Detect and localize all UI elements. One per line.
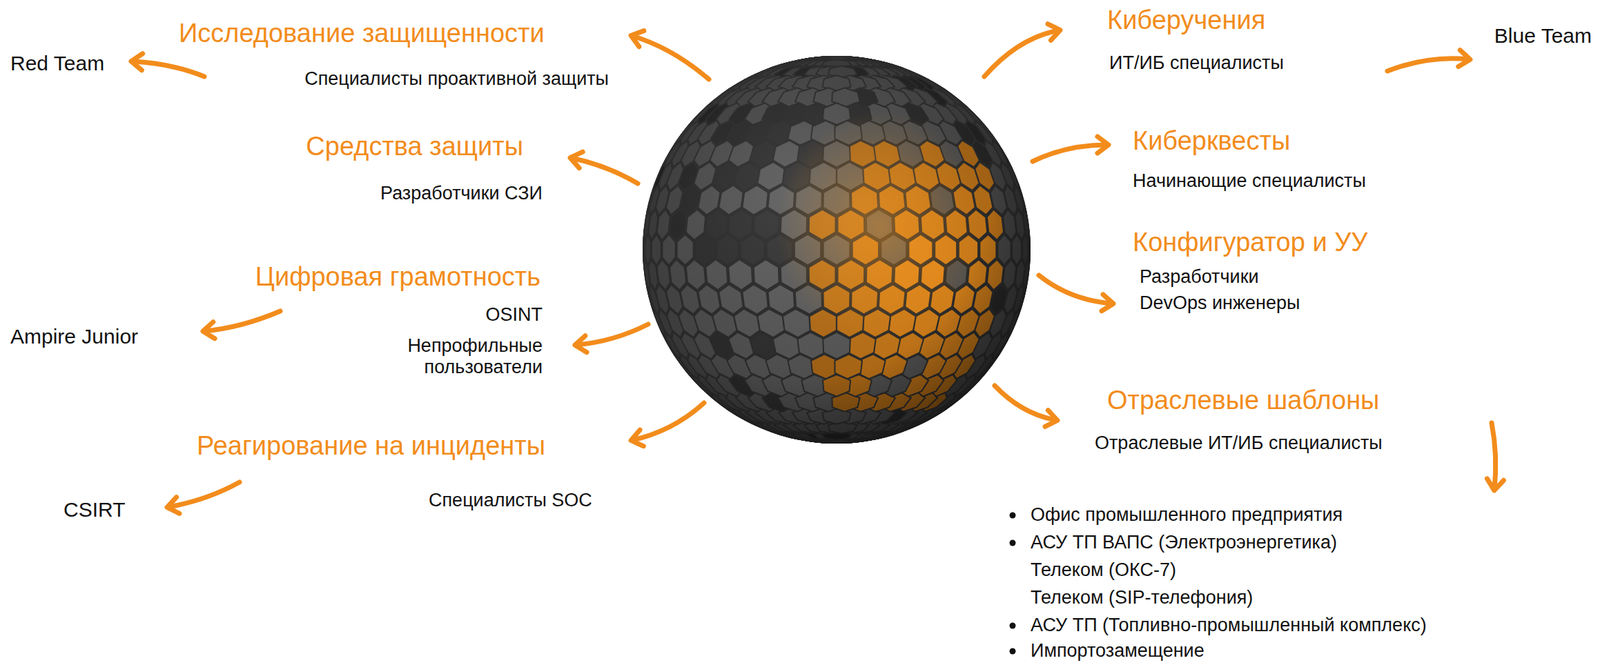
team-label: Red Team [10,51,105,76]
sphere-ground [642,55,1031,444]
arrow [1032,144,1108,162]
arrow [632,403,705,441]
list-item: АСУ ТП ВАПС (Электроэнергетика) [1030,532,1338,554]
arrow [576,324,649,346]
bullet [1009,623,1017,630]
arrow [984,30,1059,77]
product-label: Ampire Junior [10,325,139,350]
category-heading: Цифровая грамотность [255,262,541,293]
category-heading: Киберквесты [1132,126,1291,157]
list-item: АСУ ТП (Топливно-промышленный комплекс) [1030,615,1427,637]
team-label: Blue Team [1494,24,1592,49]
audience-text: Отраслевые ИТ/ИБ специалисты [1094,432,1383,455]
bullet [1009,512,1017,520]
audience-text: Разработчики СЗИ [380,182,543,205]
list-item: Импортозамещение [1030,640,1205,662]
audience-text: Специалисты проактивной защиты [304,68,609,90]
audience-text: DevOps инженеры [1139,292,1300,315]
audience-text: ИТ/ИБ специалисты [1109,52,1284,74]
audience-text: OSINT [485,304,543,326]
audience-text: Непрофильные пользователи [376,335,543,379]
team-label: CSIRT [63,498,125,523]
arrow [132,61,205,77]
arrow [632,35,709,80]
arrow [1038,275,1112,304]
arrow [1491,423,1496,490]
audience-text: Начинающие специалисты [1132,170,1367,192]
category-heading: Реагирование на инциденты [196,431,546,462]
category-heading: Отраслевые шаблоны [1107,385,1380,417]
category-heading: Конфигуратор и УУ [1132,227,1368,259]
list-item: Телеком (ОКС-7) [1030,559,1177,582]
audience-text: Специалисты SOC [428,490,593,512]
sphere-shade [642,55,1031,444]
bullet [1009,648,1017,656]
arrow [1387,58,1469,72]
category-heading: Киберучения [1107,5,1266,36]
category-heading: Исследование защищенности [178,18,545,50]
arrow [571,158,638,184]
bullet [1009,540,1017,547]
list-item: Телеком (SIP-телефония) [1030,587,1253,609]
arrow [168,482,240,508]
list-item: Офис промышленного предприятия [1030,504,1343,526]
arrow [204,311,281,332]
hex-grid [642,56,1031,444]
category-heading: Средства защиты [305,131,524,163]
arrow [994,385,1057,421]
audience-text: Разработчики [1139,266,1260,288]
